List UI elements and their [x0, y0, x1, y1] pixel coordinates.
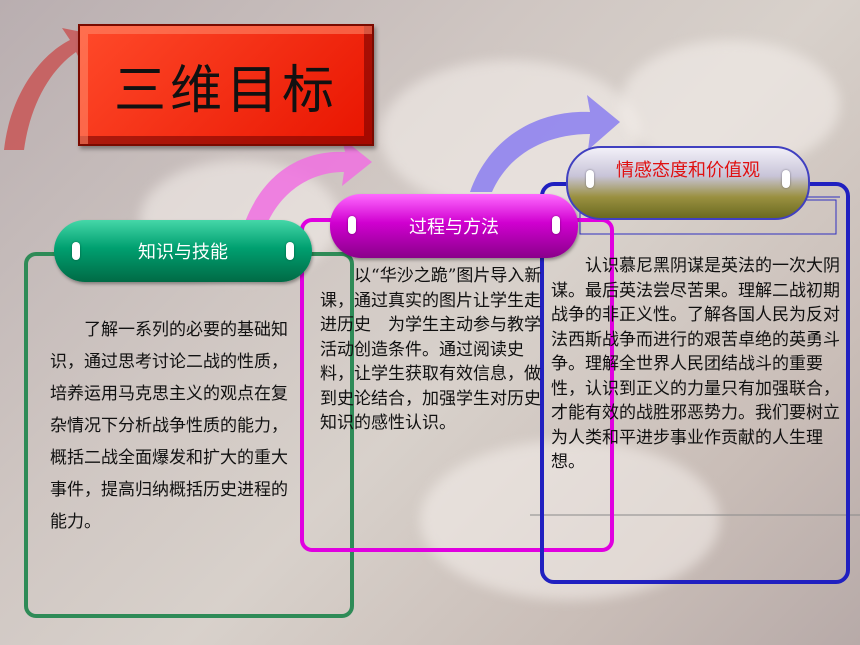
emotion-values-label: 情感态度和价值观 [616, 160, 760, 181]
page-title: 三维目标 [113, 60, 338, 121]
title-box: 三维目标 [78, 24, 374, 146]
pill-dot-icon [586, 170, 594, 188]
background-map-shape [420, 440, 720, 600]
process-method-label: 过程与方法 [409, 217, 499, 238]
pill-dot-icon [348, 216, 356, 234]
pill-dot-icon [552, 216, 560, 234]
process-method-pill: 过程与方法 [330, 194, 578, 258]
emotion-values-pill: 情感态度和价值观 [566, 146, 810, 220]
pill-dot-icon [286, 242, 294, 260]
knowledge-skills-label: 知识与技能 [138, 242, 228, 263]
pink-curved-arrow-icon [245, 138, 372, 222]
knowledge-skills-text: 了解一系列的必要的基础知识，通过思考讨论二战的性质，培养运用马克思主义的观点在复… [50, 320, 288, 532]
red-curved-arrow-icon [4, 28, 92, 150]
pill-dot-icon [782, 170, 790, 188]
emotion-values-text: 认识慕尼黑阴谋是英法的一次大阴谋。最后英法尝尽苦果。理解二战初期战争的非正义性。… [551, 256, 840, 472]
purple-curved-arrow-icon [470, 95, 620, 192]
process-method-text: 以“华沙之跪”图片导入新课，通过真实的图片让学生走进历史 为学生主动参与教学活动… [320, 266, 542, 433]
pill-dot-icon [72, 242, 80, 260]
knowledge-skills-pill: 知识与技能 [54, 220, 312, 282]
